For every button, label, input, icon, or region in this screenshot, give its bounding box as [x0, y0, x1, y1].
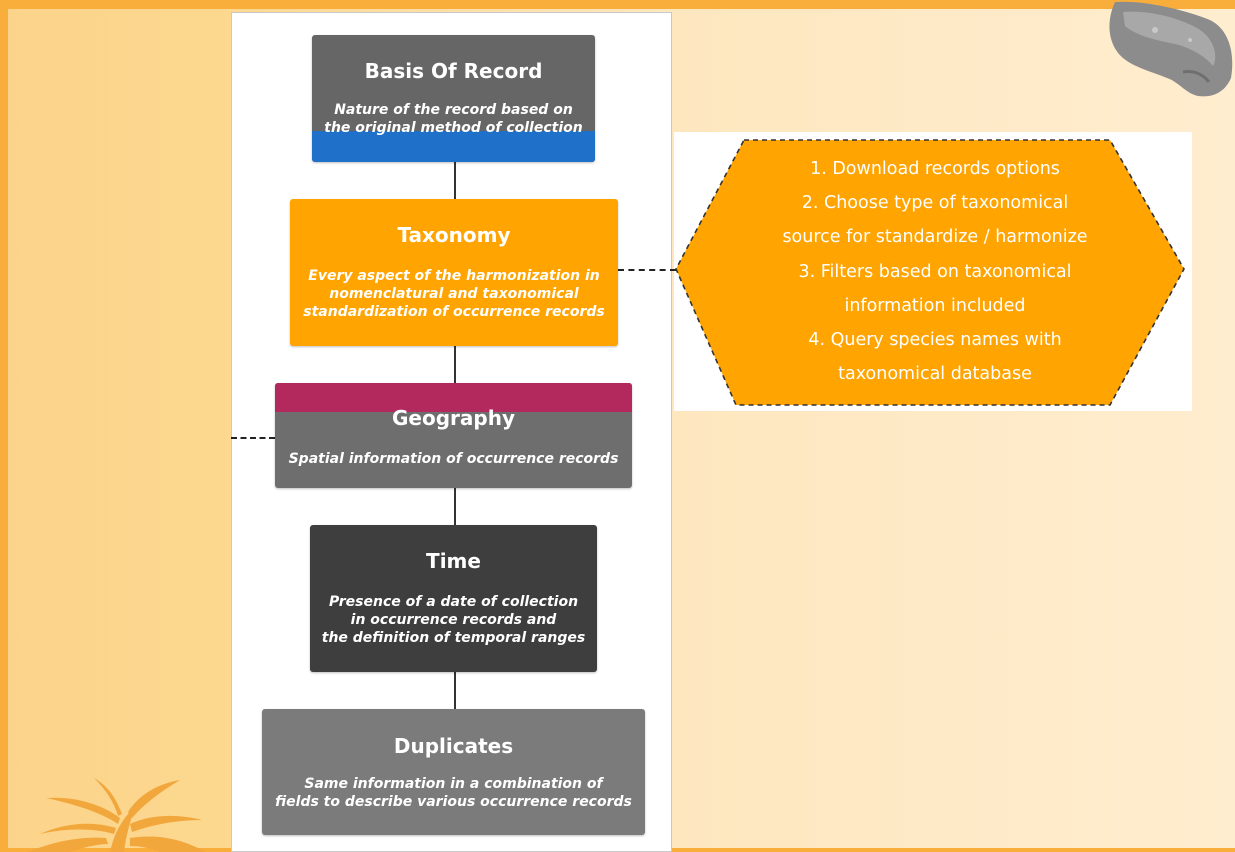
fern-decoration	[28, 778, 206, 852]
taxonomy-node: Taxonomy Every aspect of the harmonizati…	[290, 199, 618, 346]
step-line: 2. Choose type of taxonomical	[801, 193, 1069, 214]
connector-basis-taxonomy	[454, 162, 456, 199]
geography-side-link	[231, 437, 275, 439]
step-line: 3. Filters based on taxonomical	[798, 261, 1072, 282]
connector-taxonomy-geography	[454, 346, 456, 383]
frame-left	[0, 0, 8, 852]
taxonomy-title: Taxonomy	[397, 223, 511, 247]
step-line: information included	[844, 295, 1026, 316]
time-title: Time	[426, 549, 481, 573]
geography-title: Geography	[392, 406, 515, 430]
basis-of-record-description: Nature of the record based on the origin…	[324, 102, 583, 136]
geography-description: Spatial information of occurrence record…	[288, 451, 619, 467]
time-node: Time Presence of a date of collection in…	[310, 525, 597, 672]
step-line: taxonomical database	[838, 364, 1032, 385]
taxonomy-steps-hexagon	[675, 139, 1185, 406]
time-description: Presence of a date of collection in occu…	[321, 594, 586, 646]
step-line: 1. Download records options	[810, 159, 1060, 179]
connector-time-duplicates	[454, 672, 456, 709]
rock-decoration	[1109, 1, 1233, 97]
basis-of-record-title: Basis Of Record	[364, 59, 543, 83]
step-line: source for standardize / harmonize	[782, 227, 1088, 248]
taxonomy-steps-list: 1. Download records options 2. Choose ty…	[705, 152, 1165, 391]
connector-geography-time	[454, 488, 456, 525]
basis-of-record-color-band	[312, 131, 595, 162]
duplicates-title: Duplicates	[393, 734, 514, 758]
taxonomy-to-steps-link	[618, 269, 676, 271]
basis-of-record-node: Basis Of Record Nature of the record bas…	[312, 35, 595, 162]
duplicates-node: Duplicates Same information in a combina…	[262, 709, 645, 835]
frame-top	[0, 0, 1235, 9]
geography-color-band	[275, 383, 632, 412]
step-line: 4. Query species names with	[808, 330, 1062, 351]
geography-node: Geography Spatial information of occurre…	[275, 383, 632, 488]
duplicates-description: Same information in a combination of fie…	[275, 776, 632, 810]
taxonomy-description: Every aspect of the harmonization in nom…	[303, 268, 605, 320]
